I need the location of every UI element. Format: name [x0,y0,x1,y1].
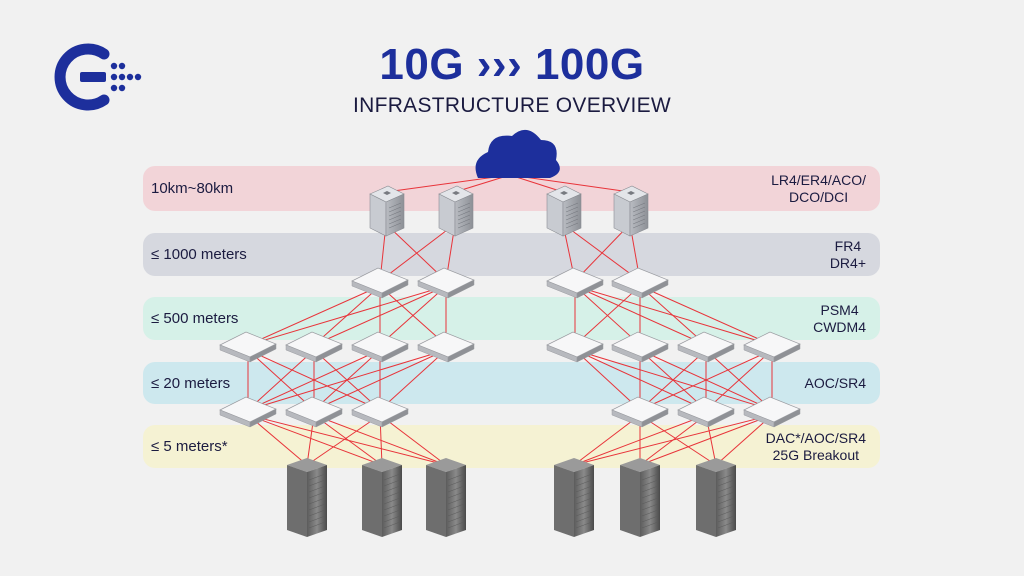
switch-icon [219,396,277,428]
router-icon [613,185,649,237]
switch-icon [285,331,343,363]
switch-icon [677,331,735,363]
tier-optics-label: DAC*/AOC/SR4 25G Breakout [766,425,866,468]
link-line [313,285,447,346]
optics-line: LR4/ER4/ACO/ [771,171,866,188]
switch-icon [546,267,604,299]
link-line [306,414,381,466]
switch-icon [546,331,604,363]
switch-icon [743,331,801,363]
link-line [247,414,383,466]
router-icon [369,185,405,237]
link-line [562,223,641,282]
page-subtitle: INFRASTRUCTURE OVERVIEW [352,94,672,117]
switch-icon [285,396,343,428]
optics-line: DAC*/AOC/SR4 [765,429,866,446]
switch-icon [743,396,801,428]
tier-optics-label: LR4/ER4/ACO/ DCO/DCI [771,166,866,211]
tier-distance-label: 10km~80km [151,180,234,197]
link-line [573,414,707,466]
router-icon [546,185,582,237]
link-line [247,285,447,346]
switch-icon [351,267,409,299]
link-line [385,223,447,282]
link-line [313,414,383,466]
optics-line: DR4+ [829,254,866,271]
switch-icon [417,331,475,363]
cloud-icon [475,129,560,178]
link-line [247,414,447,466]
link-line [639,285,707,346]
link-line [639,285,773,346]
switch-icon [417,267,475,299]
link-line [247,349,381,411]
link-line [705,349,773,411]
tier-distance-label: ≤ 5 meters* [151,438,228,455]
link-line [639,349,707,411]
server-rack-icon [426,458,466,537]
link-line [573,414,641,466]
tier-distance-label: ≤ 500 meters [151,310,239,327]
tier-optics-label: AOC/SR4 [805,362,866,404]
switch-icon [611,396,669,428]
optics-line: FR4 [834,237,862,254]
link-line [639,414,717,466]
link-line [639,414,773,466]
server-rack-icon [620,458,660,537]
optics-line: AOC/SR4 [804,374,866,391]
link-line [574,223,631,282]
link-line [379,414,447,466]
switch-icon [219,331,277,363]
link-line [247,285,381,346]
switch-icon [677,396,735,428]
tier-optics-label: PSM4 CWDM4 [813,297,866,340]
link-line [639,349,773,411]
link-line [574,285,641,346]
link-line [379,223,456,282]
page-title: 10G ››› 100G [379,40,645,89]
switch-icon [351,396,409,428]
server-rack-icon [362,458,402,537]
switch-icon [611,331,669,363]
link-line [574,349,641,411]
server-rack-icon [696,458,736,537]
tier-optics-label: FR4 DR4+ [830,233,866,276]
optics-line: PSM4 [820,301,859,318]
tier-band-1000m: ≤ 1000 meters FR4 DR4+ [143,233,880,276]
tier-distance-label: ≤ 20 meters [151,374,231,392]
switch-icon [611,267,669,299]
optics-line: 25G Breakout [772,446,860,463]
server-rack-icon [287,458,327,537]
optics-line: CWDM4 [813,318,866,335]
link-line [247,349,315,411]
company-logo-icon [54,43,142,111]
tier-band-5m: ≤ 5 meters* DAC*/AOC/SR4 25G Breakout [143,425,880,468]
tier-distance-label: ≤ 1000 meters [151,246,247,263]
server-rack-icon [554,458,594,537]
link-line [715,414,773,466]
optics-line: DCO/DCI [788,188,849,205]
switch-icon [351,331,409,363]
link-line [573,414,773,466]
link-line [247,349,447,411]
link-line [379,349,447,411]
network-nodes [219,129,801,537]
link-line [379,285,447,346]
link-line [313,414,447,466]
tier-band-500m: ≤ 500 meters PSM4 CWDM4 [143,297,880,340]
link-line [313,349,447,411]
router-icon [438,185,474,237]
